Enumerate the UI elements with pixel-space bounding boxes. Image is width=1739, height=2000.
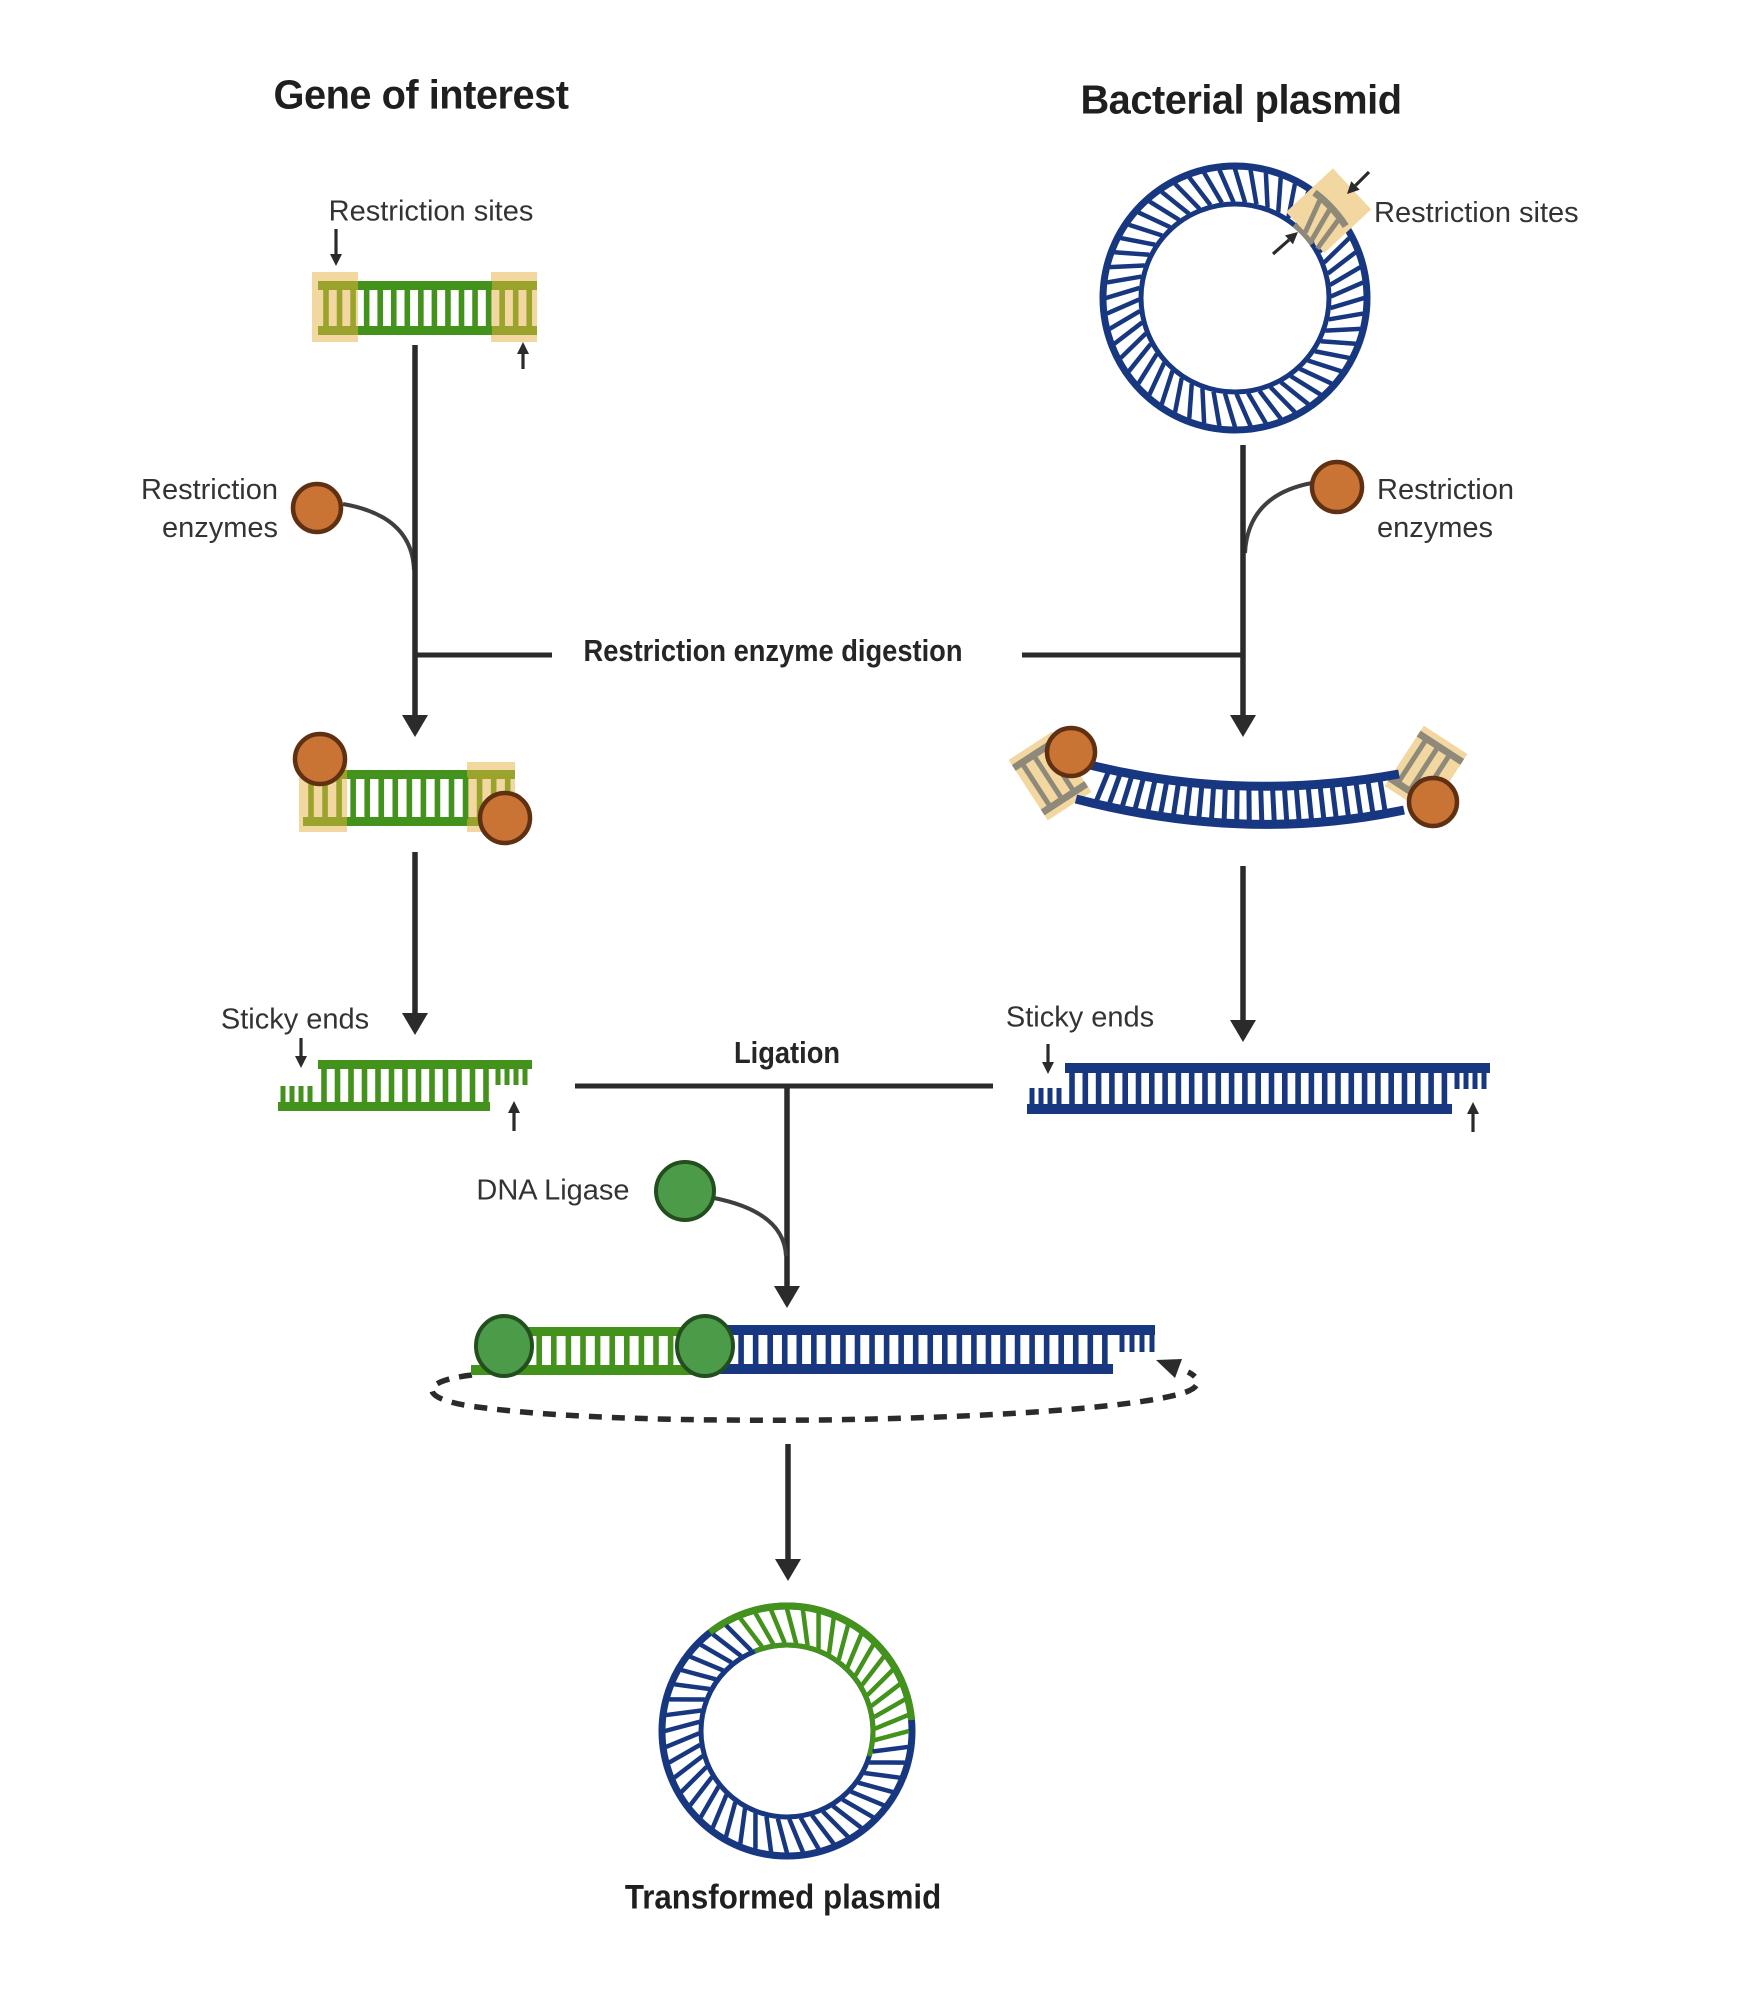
plasmid-restriction-enzymes-label-line1: Restriction: [1377, 474, 1514, 506]
digested-gene-dna: [292, 731, 533, 846]
restriction-enzyme-icon: [1309, 459, 1365, 515]
dna-ligase: [654, 1160, 788, 1257]
plasmid-restriction-enzymes-label-line2: enzymes: [1377, 512, 1494, 544]
dna-ligase-label: DNA Ligase: [476, 1174, 630, 1207]
ligated-construct: [471, 1314, 1155, 1378]
digestion-step-label: Restriction enzyme digestion: [583, 633, 963, 668]
restriction-enzyme-icon: [1044, 725, 1098, 779]
gene-sticky-fragment: [278, 1038, 532, 1131]
plasmid-restriction-enzymes-label: Restriction enzymes: [1377, 471, 1514, 547]
ligation-arrow: [774, 1086, 800, 1308]
transformed-plasmid-caption: Transformed plasmid: [624, 1878, 942, 1917]
restriction-enzyme-icon: [1406, 775, 1460, 829]
dna-ligase-icon: [654, 1160, 716, 1222]
plasmid-stickyends-arrow: [1230, 866, 1256, 1042]
gene-panel-title: Gene of interest: [273, 71, 569, 118]
plasmid-sticky-ends-label: Sticky ends: [1005, 1001, 1155, 1034]
plasmid-restriction-enzyme: [1243, 459, 1365, 554]
dna-ligase-icon: [474, 1314, 534, 1378]
gene-stickyends-arrow: [402, 852, 428, 1035]
gene-sticky-ends-label: Sticky ends: [220, 1003, 370, 1036]
plasmid-panel-title: Bacterial plasmid: [1080, 76, 1402, 123]
transformation-arrow: [775, 1444, 801, 1581]
gene-restriction-enzyme: [290, 481, 416, 571]
gene-restriction-enzymes-label: Restriction enzymes: [141, 471, 278, 547]
ligation-step-label: Ligation: [733, 1035, 841, 1070]
plasmid-restriction-sites-label: Restriction sites: [1374, 197, 1579, 229]
restriction-site-highlight: [1271, 168, 1372, 256]
transformed-plasmid-ring: [658, 1602, 916, 1860]
circularization-dashed-loop: [429, 1359, 1201, 1423]
restriction-enzyme-icon: [477, 790, 533, 846]
gene-dna-ladder: [312, 229, 537, 369]
gene-restriction-enzymes-label-line1: Restriction: [141, 474, 278, 506]
gene-restriction-enzymes-label-line2: enzymes: [161, 512, 278, 544]
restriction-enzyme-icon: [290, 481, 344, 535]
plasmid-sticky-fragment: [1027, 1044, 1490, 1132]
dna-ligase-icon: [675, 1314, 735, 1378]
digested-plasmid-dna: [1008, 725, 1468, 829]
plasmid-digestion-arrow: [1230, 445, 1256, 737]
gene-restriction-sites-label: Restriction sites: [328, 195, 534, 228]
restriction-enzyme-icon: [292, 731, 348, 787]
